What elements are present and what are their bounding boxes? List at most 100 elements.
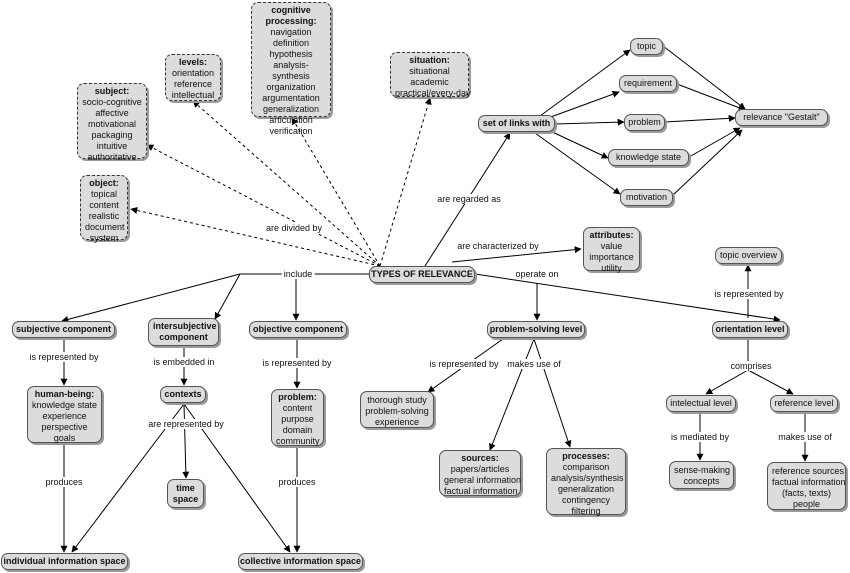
cognitive-line: hypothesis	[269, 49, 313, 59]
sources-line: factual information	[444, 486, 518, 496]
cognitive-line: argumentation	[262, 93, 320, 103]
sense-making-line: concepts	[683, 476, 720, 486]
label-is-represented-by: is represented by	[27, 352, 101, 362]
subject-line: socio-cognitive	[82, 97, 142, 107]
attributes-line: utility	[601, 263, 622, 273]
connector-line	[554, 118, 625, 126]
problem-definition-line: purpose	[281, 414, 314, 424]
levels-line: intellectual	[171, 90, 215, 100]
subject-line: packaging	[91, 130, 133, 140]
cognitive-processing-node[interactable]: cognitive processing: navigation definit…	[251, 2, 331, 136]
object-node[interactable]: object: topical content realistic docume…	[80, 175, 128, 243]
reference-sources-line: factual information	[772, 477, 846, 487]
connector-line	[747, 369, 794, 395]
label-are-regarded-as: are regarded as	[435, 194, 503, 204]
label-produces: produces	[276, 477, 318, 487]
subject-node[interactable]: subject: socio-cognitive affective motiv…	[77, 83, 147, 162]
connector-line	[539, 49, 631, 117]
motivation-node[interactable]: motivation	[620, 189, 673, 206]
thorough-study-node[interactable]: thorough study problem-solving experienc…	[360, 391, 434, 428]
subject-line: intuitive	[96, 141, 128, 151]
relevance-gestalt-node[interactable]: relevance "Gestalt"	[735, 109, 828, 126]
thorough-study-line: thorough study	[367, 395, 427, 405]
cognitive-line: articulation	[269, 115, 313, 125]
connector-line	[662, 45, 746, 110]
objective-component-node[interactable]: objective component	[249, 321, 347, 338]
human-being-node[interactable]: human-being: knowledge state experience …	[27, 386, 102, 443]
problem-solving-level-node[interactable]: problem-solving level	[487, 321, 585, 338]
sense-making-node[interactable]: sense-making concepts	[669, 461, 734, 489]
processes-line: analysis/synthesis	[551, 473, 624, 483]
connector-line	[146, 144, 381, 267]
individual-information-space-node[interactable]: individual information space	[1, 553, 128, 570]
types-of-relevance-text: TYPES OF RELEVANCE	[371, 269, 473, 279]
processes-line: filtering	[571, 506, 601, 516]
cognitive-title: cognitive processing:	[265, 5, 317, 26]
knowledge-state-text: knowledge state	[615, 152, 682, 162]
time-space-node[interactable]: time space	[167, 479, 204, 508]
thorough-study-line: experience	[374, 417, 420, 427]
label-makes-use-of: makes use of	[505, 359, 563, 369]
processes-line: generalization	[557, 484, 615, 494]
thorough-study-line: problem-solving	[365, 406, 429, 416]
connector-line	[291, 117, 381, 267]
object-line: realistic	[88, 211, 120, 221]
subject-line: authoritative	[87, 152, 137, 162]
reference-sources-line: people	[792, 499, 821, 509]
sense-making-line: sense-making	[674, 465, 731, 475]
intersubjective-component-node[interactable]: intersubjective component	[148, 318, 219, 346]
reference-sources-line: reference sources	[772, 466, 845, 476]
connector-line	[534, 132, 621, 195]
connector-line	[489, 338, 535, 451]
sources-node[interactable]: sources: papers/articles general informa…	[439, 450, 521, 496]
knowledge-state-node[interactable]: knowledge state	[608, 149, 689, 166]
subject-line: affective	[95, 108, 129, 118]
individual-space-text: individual information space	[3, 556, 126, 566]
intelectual-level-node[interactable]: intelectual level	[666, 395, 736, 412]
reference-sources-node[interactable]: reference sources factual information (f…	[767, 462, 846, 510]
attributes-node[interactable]: attributes: value importance utility	[583, 227, 640, 273]
connector-line	[379, 97, 432, 267]
connector-line	[547, 90, 620, 119]
problem-definition-node[interactable]: problem: content purpose domain communit…	[271, 389, 324, 446]
attributes-line: value	[600, 241, 623, 251]
connector-line	[130, 206, 381, 267]
problem-node[interactable]: problem	[624, 114, 665, 131]
object-title: object:	[89, 178, 119, 188]
types-of-relevance-node[interactable]: TYPES OF RELEVANCE	[369, 266, 475, 283]
subjective-component-node[interactable]: subjective component	[12, 321, 115, 338]
contexts-text: contexts	[164, 389, 202, 399]
relevance-gestalt-text: relevance "Gestalt"	[743, 112, 820, 122]
problem-definition-line: community	[276, 436, 320, 446]
object-line: content	[89, 200, 119, 210]
human-being-line: knowledge state	[32, 400, 98, 410]
attributes-title: attributes:	[589, 230, 634, 240]
processes-node[interactable]: processes: comparison analysis/synthesis…	[546, 448, 626, 516]
topic-node[interactable]: topic	[630, 38, 663, 55]
label-is-embedded-in: is embedded in	[151, 357, 217, 367]
orientation-level-node[interactable]: orientation level	[712, 321, 788, 338]
requirement-node[interactable]: requirement	[619, 75, 677, 92]
set-of-links-node[interactable]: set of links with	[478, 115, 555, 132]
levels-node[interactable]: levels: orientation reference intellectu…	[165, 54, 221, 101]
contexts-node[interactable]: contexts	[160, 386, 206, 403]
reference-level-node[interactable]: reference level	[770, 395, 838, 412]
object-line: topical	[90, 189, 117, 199]
orientation-level-text: orientation level	[715, 324, 785, 334]
subject-title: subject:	[94, 86, 130, 96]
label-is-represented-by: is represented by	[712, 289, 786, 299]
intersubjective-component-text: intersubjective component	[153, 321, 217, 342]
object-line: system	[89, 233, 119, 243]
connector-line	[533, 338, 572, 448]
situation-line: practical/every-day	[395, 88, 471, 98]
connector-line	[451, 246, 582, 263]
situation-node[interactable]: situation: situational academic practica…	[390, 52, 471, 98]
label-are-divided-by: are divided by	[263, 223, 325, 233]
cognitive-line: verification	[269, 126, 313, 136]
topic-overview-node[interactable]: topic overview	[715, 247, 782, 264]
reference-sources-line: (facts, texts)	[781, 488, 831, 498]
time-space-line: time	[176, 483, 195, 493]
label-operate-on: operate on	[513, 269, 561, 279]
time-space-line: space	[172, 494, 199, 504]
collective-information-space-node[interactable]: collective information space	[238, 553, 363, 570]
